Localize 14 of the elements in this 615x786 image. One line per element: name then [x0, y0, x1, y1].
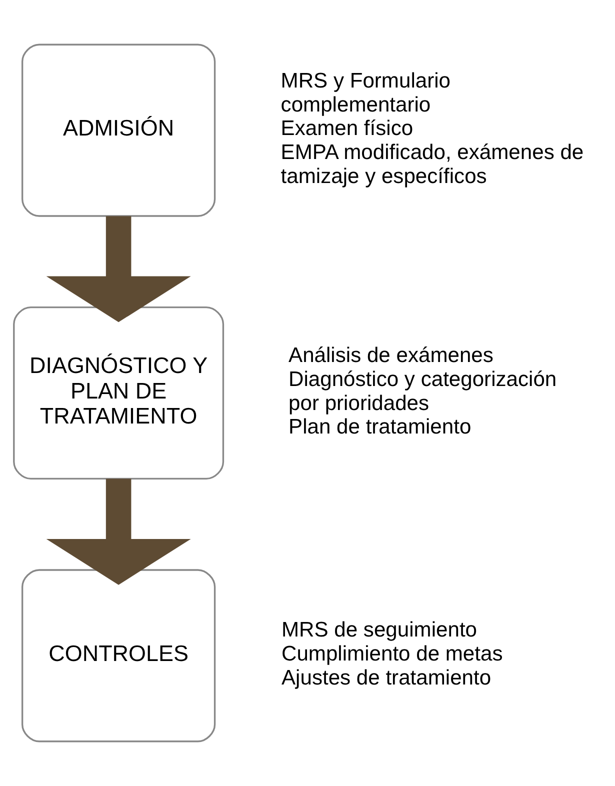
node-box: CONTROLES	[22, 569, 216, 742]
arrow	[46, 478, 191, 585]
node-label: Cumplimiento de metas	[282, 642, 503, 666]
node-label: Análisis de exámenes	[288, 344, 494, 368]
node-label: EMPA modificado, exámenes de tamizaje y específicos	[280, 141, 584, 188]
node-label: Plan de tratamiento	[288, 416, 472, 439]
arrow	[46, 216, 191, 322]
node-label: Examen físico	[280, 117, 414, 140]
node-label: MRS y Formulario complementario	[280, 69, 451, 116]
node-box: DIAGNÓSTICO Y PLAN DE TRATAMIENTO	[13, 306, 224, 480]
node-box: ADMISIÓN	[22, 44, 216, 217]
node-label: Ajustes de tratamiento	[282, 666, 492, 690]
node-label: MRS de seguimiento	[282, 618, 478, 642]
node-label: Diagnóstico y categorización por prioridades	[288, 368, 557, 415]
